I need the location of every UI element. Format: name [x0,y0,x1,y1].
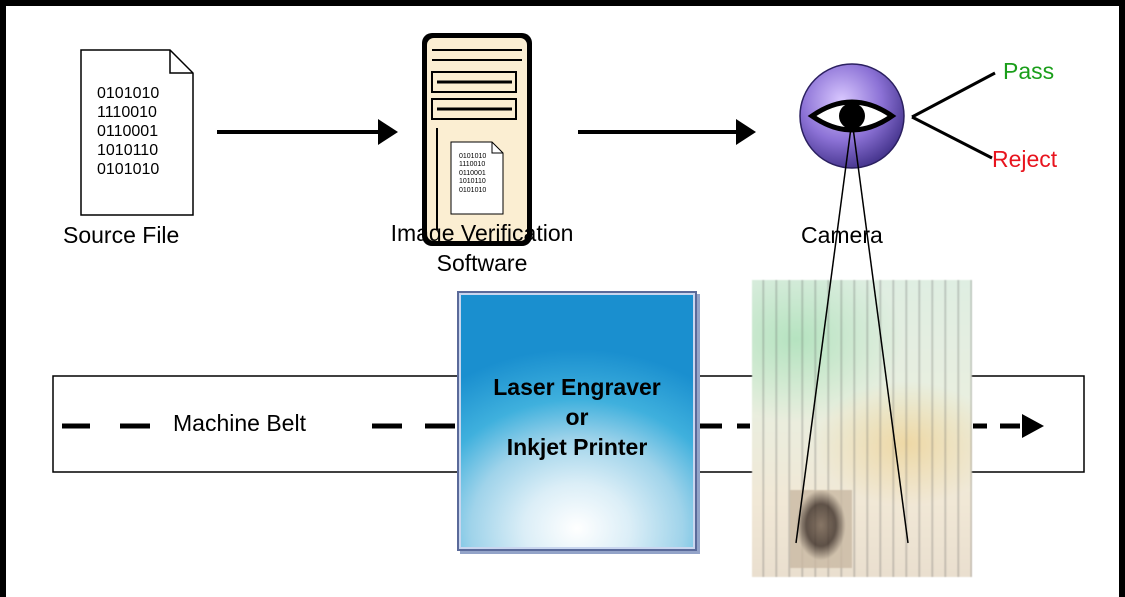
software-label-line1: Image Verification [390,220,574,246]
reject-label: Reject [992,146,1058,172]
printer-label-line1: Laser Engraver [493,374,661,400]
binary-line: 0101010 [97,160,160,178]
binary-line: 1010110 [97,141,159,159]
belt-arrowhead-icon [1022,414,1044,438]
binary-line: 0101010 [97,85,160,102]
printer-label-line2: or [565,404,589,430]
software-label-line2: Software [436,250,528,276]
software-tower-icon [422,33,532,246]
id-card-photo [790,490,852,568]
software-binary: 0101010 1110010 0110001 1010110 0101010 [459,153,486,195]
decision-branches [911,71,996,160]
machine-belt-label: Machine Belt [173,410,306,436]
source-file-label: Source File [63,222,180,248]
binary-line: 1010110 [459,178,486,186]
source-binary: 0101010 1110010 0110001 1010110 0101010 [97,85,159,179]
binary-line: 1110010 [459,161,486,169]
software-label: Image Verification Software [352,218,612,278]
camera-eye-icon [799,63,905,169]
arrow-source-to-software [217,119,398,145]
id-card-image [752,280,972,577]
printer-box [457,291,697,551]
binary-line: 0101010 [459,186,487,194]
binary-line: 1110010 [97,103,157,121]
camera-label: Camera [801,222,883,248]
pass-label: Pass [1003,58,1055,84]
binary-line: 0110001 [459,169,486,177]
binary-line: 0110001 [97,122,159,140]
binary-line: 0101010 [459,153,487,160]
source-file-icon [80,49,194,216]
printer-label-line3: Inkjet Printer [506,434,648,460]
arrow-software-to-camera [578,119,756,145]
printer-label: Laser Engraver or Inkjet Printer [457,372,697,462]
